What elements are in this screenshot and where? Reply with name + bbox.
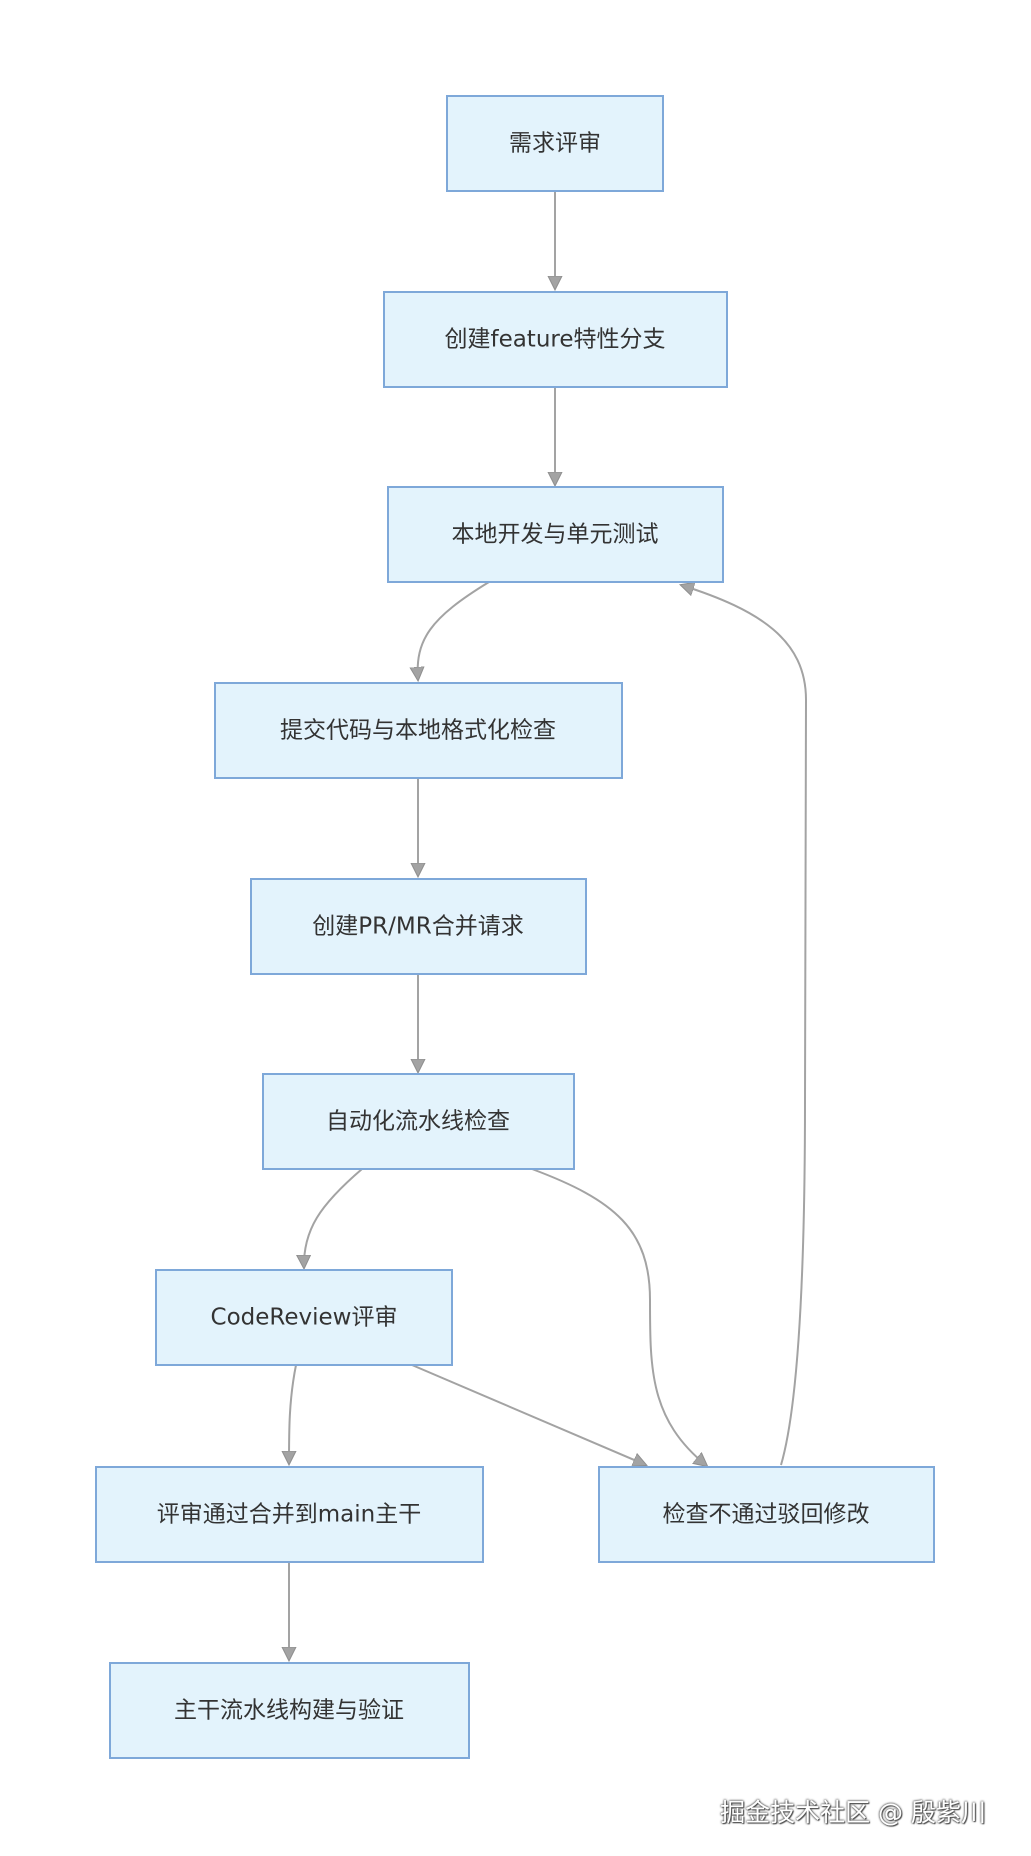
edge-n7-n9 xyxy=(411,1364,646,1465)
edge-n6-n9 xyxy=(531,1168,707,1466)
node-create-feature-branch: 创建feature特性分支 xyxy=(383,291,728,388)
node-code-review: CodeReview评审 xyxy=(155,1269,453,1366)
node-label: 本地开发与单元测试 xyxy=(452,522,659,548)
node-main-pipeline-build: 主干流水线构建与验证 xyxy=(109,1662,470,1759)
edge-n7-n8 xyxy=(289,1364,297,1464)
node-box xyxy=(95,1466,484,1563)
node-label: 创建feature特性分支 xyxy=(444,327,665,353)
node-box xyxy=(262,1073,575,1170)
node-box xyxy=(214,682,623,779)
watermark: 掘金技术社区 @ 殷紫川 xyxy=(720,1798,986,1827)
node-create-pr-mr: 创建PR/MR合并请求 xyxy=(250,878,587,975)
node-box xyxy=(598,1466,935,1563)
edge-n3-n4 xyxy=(418,581,490,680)
edges xyxy=(289,191,808,1660)
node-label: 自动化流水线检查 xyxy=(326,1109,510,1135)
node-local-dev-unit-test: 本地开发与单元测试 xyxy=(387,486,724,583)
node-approved-merge-main: 评审通过合并到main主干 xyxy=(95,1466,484,1563)
node-requirement-review: 需求评审 xyxy=(446,95,664,192)
node-label: CodeReview评审 xyxy=(211,1305,398,1331)
node-box xyxy=(383,291,728,388)
edge-n9-n3 xyxy=(681,585,808,1466)
node-label: 检查不通过驳回修改 xyxy=(663,1502,870,1528)
node-box xyxy=(109,1662,470,1759)
node-box xyxy=(446,95,664,192)
node-commit-and-format-check: 提交代码与本地格式化检查 xyxy=(214,682,623,779)
nodes: 需求评审 创建feature特性分支 本地开发与单元测试 提交代码与本地格式化检… xyxy=(95,95,935,1759)
node-rejected-fix: 检查不通过驳回修改 xyxy=(598,1466,935,1563)
node-label: 主干流水线构建与验证 xyxy=(174,1698,404,1724)
node-label: 提交代码与本地格式化检查 xyxy=(280,718,556,744)
node-label: 需求评审 xyxy=(509,131,601,157)
node-label: 创建PR/MR合并请求 xyxy=(312,914,523,940)
node-box xyxy=(387,486,724,583)
node-automated-pipeline-check: 自动化流水线检查 xyxy=(262,1073,575,1170)
edge-n6-n7 xyxy=(304,1168,363,1268)
node-box xyxy=(250,878,587,975)
node-label: 评审通过合并到main主干 xyxy=(157,1502,421,1528)
node-box xyxy=(155,1269,453,1366)
